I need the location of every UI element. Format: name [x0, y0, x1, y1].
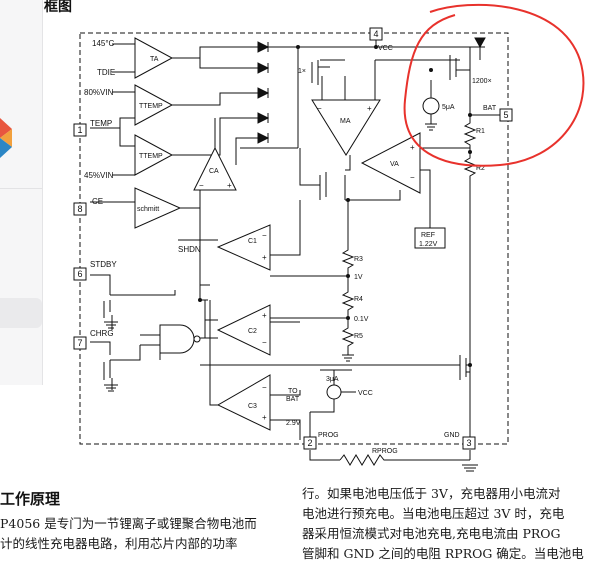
section-title: 工作原理 — [0, 490, 61, 508]
label-to-bat: BAT — [286, 396, 300, 403]
va-amplifier — [360, 132, 421, 194]
ttemp-amplifier-2 — [134, 134, 174, 176]
para-right-line: 器采用恒流模式对电池充电,充电电流由 PROG — [302, 526, 561, 541]
pin-2: 2 — [307, 438, 312, 448]
amp-ta: TA — [150, 56, 159, 63]
pin-3: 3 — [466, 438, 471, 448]
svg-text:−: − — [262, 338, 267, 347]
label-gnd: GND — [444, 432, 460, 439]
paragraph-left: P4056 是专门为一节锂离子或锂聚合物电池而 计的线性充电器电路，利用芯片内部… — [0, 514, 257, 554]
label-2-9v: 2.9V — [286, 420, 301, 427]
para-right-line: 管脚和 GND 之间的电阻 RPROG 确定。当电池电 — [302, 546, 584, 561]
label-to: TO — [288, 388, 298, 395]
app-logo-icon — [0, 118, 12, 158]
label-r3: R3 — [354, 256, 363, 263]
svg-text:+: + — [410, 143, 415, 152]
svg-text:−: − — [199, 181, 204, 190]
para-left-line: 计的线性充电器电路，利用芯片内部的功率 — [0, 536, 238, 551]
label-1x: 1× — [298, 68, 306, 75]
svg-text:+: + — [262, 253, 267, 262]
amp-c3: C3 — [248, 403, 257, 410]
label-r2: R2 — [476, 165, 485, 172]
svg-text:−: − — [410, 173, 415, 182]
pin-4: 4 — [373, 29, 378, 39]
schmitt-trigger — [134, 187, 182, 229]
para-right-line: 行。如果电池电压低于 3V，充电器用小电流对 — [302, 486, 561, 501]
label-shdn: SHDN — [178, 245, 201, 254]
label-145c: 145°C — [92, 39, 115, 48]
label-ce: CE — [92, 197, 103, 206]
label-rprog: RPROG — [372, 448, 398, 455]
label-chrg: CHRG — [90, 329, 114, 338]
chip-boundary — [79, 32, 509, 445]
label-stdby: STDBY — [90, 260, 117, 269]
label-1v: 1V — [354, 274, 363, 281]
svg-text:+: + — [227, 181, 232, 190]
ref-box — [414, 227, 446, 249]
label-5ua: 5μA — [442, 104, 455, 111]
label-80vin: 80%VIN — [84, 88, 114, 97]
label-45vin: 45%VIN — [84, 171, 114, 180]
svg-text:+: + — [262, 413, 267, 422]
svg-text:−: − — [262, 231, 267, 240]
nand-gate — [159, 324, 195, 354]
c3-comparator — [216, 374, 271, 431]
side-divider — [0, 188, 42, 189]
paragraph-right: 行。如果电池电压低于 3V，充电器用小电流对 电池进行预充电。当电池电压超过 3… — [302, 484, 584, 564]
label-r5: R5 — [354, 333, 363, 340]
pin-6: 6 — [77, 269, 82, 279]
block-diagram: 1 2 3 4 5 6 7 8 145°C TDIE 80%VIN 45%VIN… — [73, 3, 585, 472]
red-annotation-circle — [403, 3, 585, 167]
label-r4: R4 — [354, 296, 363, 303]
amp-ma: MA — [340, 118, 351, 125]
label-1200x: 1200× — [472, 78, 492, 85]
para-left-line: P4056 是专门为一节锂离子或锂聚合物电池而 — [0, 516, 257, 531]
c1-comparator — [216, 224, 271, 271]
amp-ttemp-2: TTEMP — [139, 153, 163, 160]
ttemp-amplifier-1 — [134, 84, 174, 126]
label-bat: BAT — [483, 105, 497, 112]
para-right-line: 电池进行预充电。当电池电压超过 3V 时，充电 — [302, 506, 565, 521]
label-3ua: 3μA — [326, 376, 339, 383]
amp-ca: CA — [209, 168, 219, 175]
amp-c2: C2 — [248, 328, 257, 335]
label-vcc-2: VCC — [358, 390, 373, 397]
label-tdie: TDIE — [97, 68, 115, 77]
amp-schmitt: schmitt — [137, 206, 159, 213]
side-nav-card[interactable] — [0, 298, 42, 328]
label-0-1v: 0.1V — [354, 316, 369, 323]
svg-text:+: + — [367, 104, 372, 113]
svg-text:−: − — [262, 383, 267, 392]
amp-ttemp-1: TTEMP — [139, 103, 163, 110]
label-ref-voltage: 1.22V — [419, 241, 438, 248]
svg-text:−: − — [317, 104, 322, 113]
pin-8: 8 — [77, 204, 82, 214]
ta-amplifier — [134, 37, 174, 79]
label-prog: PROG — [318, 432, 339, 439]
c2-comparator — [216, 304, 271, 356]
label-ref: REF — [421, 232, 435, 239]
label-temp: TEMP — [90, 119, 112, 128]
pin-5: 5 — [503, 110, 508, 120]
amp-c1: C1 — [248, 238, 257, 245]
left-side-panel — [0, 0, 43, 385]
ma-amplifier — [311, 99, 381, 156]
ca-amplifier — [193, 146, 237, 191]
label-r1: R1 — [476, 128, 485, 135]
label-vcc: VCC — [378, 45, 393, 52]
page-heading: 框图 — [44, 0, 72, 15]
svg-text:+: + — [262, 311, 267, 320]
pin-7: 7 — [77, 338, 82, 348]
pin-1: 1 — [77, 125, 82, 135]
amp-va: VA — [390, 161, 399, 168]
